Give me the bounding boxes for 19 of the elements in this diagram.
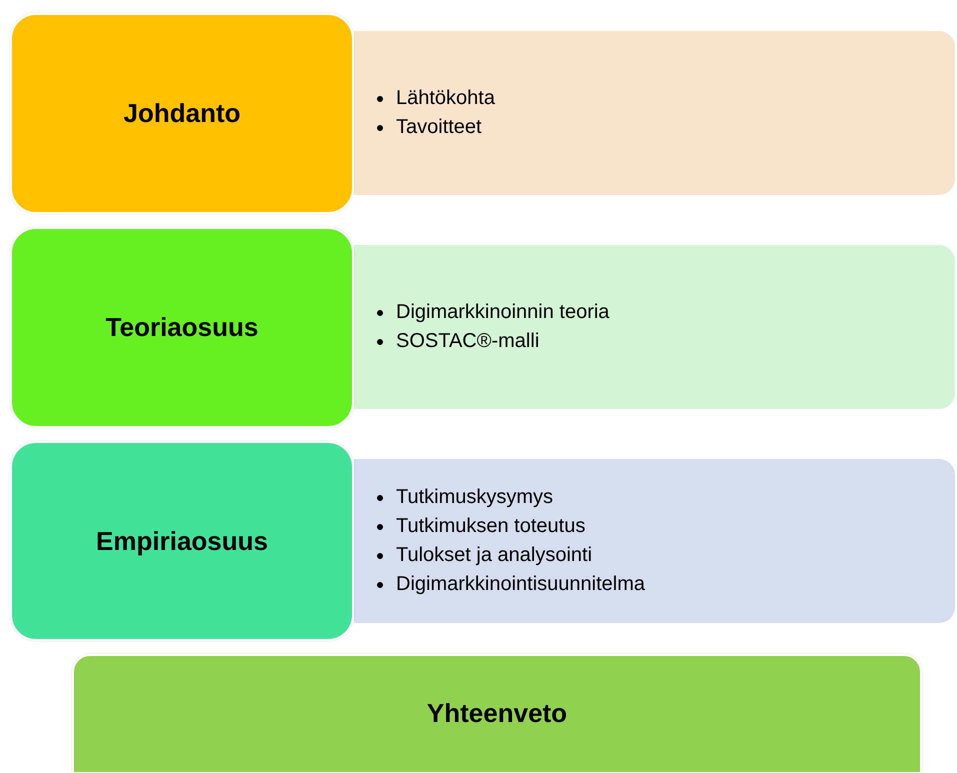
bullet-item: Lähtökohta [376,84,955,113]
bullet-item: Tulokset ja analysointi [376,541,955,570]
section-title: Yhteenveto [426,698,568,729]
content-panel [354,31,955,195]
bullet-item: Tutkimuksen toteutus [376,512,955,541]
content-panel [354,459,955,623]
content-panel [354,245,955,409]
bullet-item: Tutkimuskysymys [376,483,955,512]
bullet-item: SOSTAC®-malli [376,327,955,356]
bullet-item: Digimarkkinoinnin teoria [376,298,955,327]
section-box [72,654,922,773]
section-title: Johdanto [124,98,240,129]
bullet-item: Digimarkkinointisuunnitelma [376,570,955,599]
section-box [10,227,354,428]
section-title: Empiriaosuus [96,526,268,556]
bullet-item: Tavoitteet [376,113,955,142]
section-box [10,13,354,214]
section-box [10,441,354,641]
section-title: Teoriaosuus [106,312,258,343]
